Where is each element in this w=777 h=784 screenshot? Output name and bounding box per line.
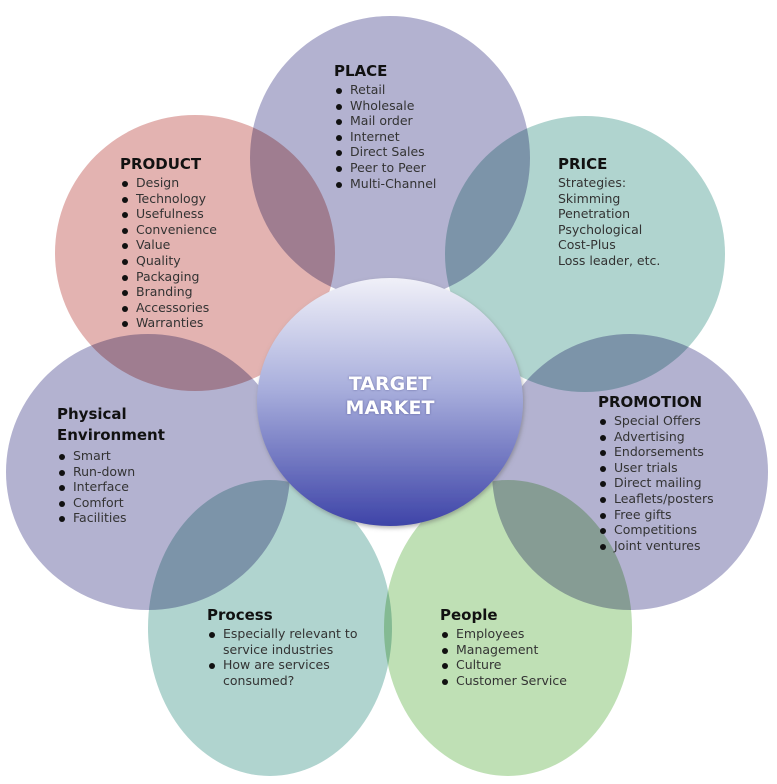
list-item: Smart: [57, 448, 165, 464]
list-item: Branding: [120, 284, 217, 300]
place-title: PLACE: [334, 62, 388, 80]
list-item: Peer to Peer: [334, 160, 436, 176]
list-item: Joint ventures: [598, 538, 714, 554]
list-item: Usefulness: [120, 206, 217, 222]
people-petal: [384, 480, 632, 776]
text-line: Psychological: [558, 221, 643, 237]
list-item: Convenience: [120, 222, 217, 238]
people-title: People: [440, 606, 498, 624]
process-section: Process Especially relevant to service i…: [207, 606, 377, 688]
text-line: Cost-Plus: [558, 237, 616, 253]
list-item: Design: [120, 175, 217, 191]
text-line: Skimming: [558, 190, 621, 206]
list-item: Direct Sales: [334, 144, 436, 160]
list-item: User trials: [598, 460, 714, 476]
list-item: Retail: [334, 82, 436, 98]
list-item: Direct mailing: [598, 475, 714, 491]
price-title: PRICE: [558, 155, 608, 173]
list-item: Free gifts: [598, 507, 714, 523]
list-item: Technology: [120, 191, 217, 207]
list-item: Especially relevant to service industrie…: [207, 626, 377, 657]
list-item: Run-down: [57, 464, 165, 480]
list-item: Packaging: [120, 269, 217, 285]
list-item: Competitions: [598, 522, 714, 538]
list-item: Facilities: [57, 510, 165, 526]
list-item: Comfort: [57, 495, 165, 511]
list-item: Warranties: [120, 315, 217, 331]
list-item: Leaflets/posters: [598, 491, 714, 507]
target-market-circle: [257, 278, 523, 526]
list-item: Quality: [120, 253, 217, 269]
text-line: Penetration: [558, 206, 631, 222]
list-item: Mail order: [334, 113, 436, 129]
target-market-label: TARGET MARKET: [345, 373, 435, 419]
list-item: Internet: [334, 129, 436, 145]
list-item: Special Offers: [598, 413, 714, 429]
list-item: Endorsements: [598, 444, 714, 460]
process-petal: [148, 480, 392, 776]
product-title: PRODUCT: [120, 155, 202, 173]
price-petal: [445, 116, 725, 392]
list-item: Multi-Channel: [334, 176, 436, 192]
bullet-list: Especially relevant to service industrie…: [207, 626, 377, 688]
list-item: Accessories: [120, 300, 217, 316]
process-title: Process: [207, 606, 273, 624]
text-line: Strategies:: [558, 175, 627, 190]
list-item: Wholesale: [334, 98, 436, 114]
list-item: Value: [120, 237, 217, 253]
list-item: Management: [440, 642, 567, 658]
list-item: How are services consumed?: [207, 657, 377, 688]
list-item: Employees: [440, 626, 567, 642]
text-line: Loss leader, etc.: [558, 252, 661, 268]
list-item: Culture: [440, 657, 567, 673]
promotion-title: PROMOTION: [598, 393, 703, 411]
list-item: Interface: [57, 479, 165, 495]
list-item: Customer Service: [440, 673, 567, 689]
list-item: Advertising: [598, 429, 714, 445]
